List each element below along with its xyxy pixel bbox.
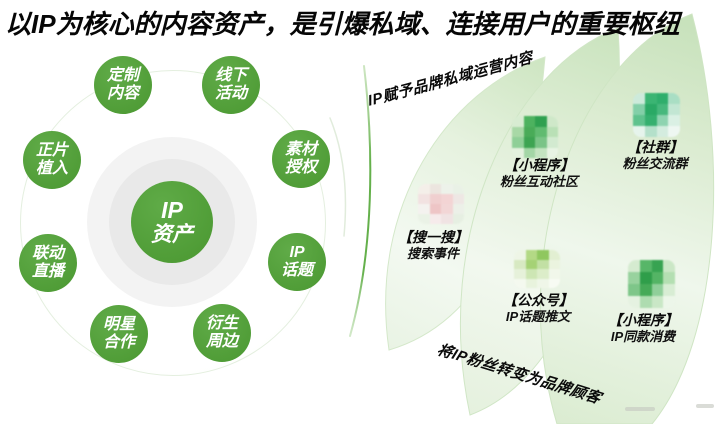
satellite-custom-content: 定制 内容	[94, 56, 152, 114]
satellite-joint-livestream: 联动 直播	[19, 234, 77, 292]
satellite-label: 素材	[284, 141, 317, 158]
fan-item-name: 【小程序】	[503, 157, 574, 173]
satellite-label: 定制	[106, 67, 139, 84]
satellite-label: IP	[289, 244, 305, 261]
hub-center-circle: IP 资产	[131, 181, 213, 263]
official-account-icon	[514, 250, 560, 288]
satellite-label: 联动	[31, 245, 64, 262]
fan-item-name: 【公众号】	[503, 292, 573, 308]
wechat-search-icon	[418, 184, 464, 224]
inner-faint-arc	[329, 117, 347, 237]
hub-label-line1: IP	[161, 197, 183, 223]
satellite-label: 合作	[102, 334, 135, 351]
satellite-label: 明星	[102, 316, 135, 333]
satellite-offline-events: 线下 活动	[202, 56, 260, 114]
satellite-celebrity-collab: 明星 合作	[90, 305, 148, 363]
satellite-label: 衍生	[205, 315, 238, 332]
satellite-label: 话题	[280, 262, 313, 279]
fan-item-desc: 粉丝互动社区	[499, 174, 579, 189]
satellite-label: 活动	[214, 85, 247, 102]
fan-item-group-chat: 【社群】 粉丝交流群	[622, 139, 687, 172]
satellite-ip-topics: IP 话题	[268, 233, 326, 291]
watermark-dash	[625, 407, 655, 411]
hub-label-line2: 资产	[151, 223, 193, 246]
satellite-label: 授权	[284, 159, 317, 176]
fan-item-search: 【搜一搜】 搜索事件	[398, 229, 468, 262]
satellite-label: 植入	[35, 160, 68, 177]
fan-item-desc: IP同款消费	[610, 329, 676, 344]
page-title: 以IP为核心的内容资产，是引爆私域、连接用户的重要枢纽	[5, 9, 680, 39]
fan-item-desc: 粉丝交流群	[622, 156, 688, 171]
fan-item-name: 【小程序】	[608, 312, 678, 328]
miniprogram-consume-icon	[628, 260, 675, 308]
satellite-label: 周边	[205, 333, 238, 350]
satellite-label: 直播	[31, 263, 64, 280]
fan-item-miniprogram-consume: 【小程序】 IP同款消费	[608, 312, 678, 345]
satellite-film-placement: 正片 植入	[23, 131, 81, 189]
community-icon	[633, 93, 680, 137]
satellite-derivative-merch: 衍生 周边	[193, 304, 251, 362]
fan-item-name: 【搜一搜】	[398, 229, 468, 245]
satellite-material-license: 素材 授权	[272, 130, 330, 188]
satellite-label: 内容	[106, 85, 139, 102]
satellite-label: 正片	[35, 142, 68, 159]
miniprogram-icon	[512, 116, 558, 158]
outer-green-arc	[349, 65, 372, 337]
fan-item-desc: IP话题推文	[505, 309, 571, 324]
fan-item-desc: 搜索事件	[406, 246, 459, 261]
fan-item-name: 【社群】	[626, 139, 683, 155]
satellite-label: 线下	[214, 67, 247, 84]
fan-item-miniprogram-community: 【小程序】 粉丝互动社区	[500, 157, 578, 190]
watermark-dash	[696, 404, 714, 408]
fan-item-official-account: 【公众号】 IP话题推文	[503, 292, 573, 325]
